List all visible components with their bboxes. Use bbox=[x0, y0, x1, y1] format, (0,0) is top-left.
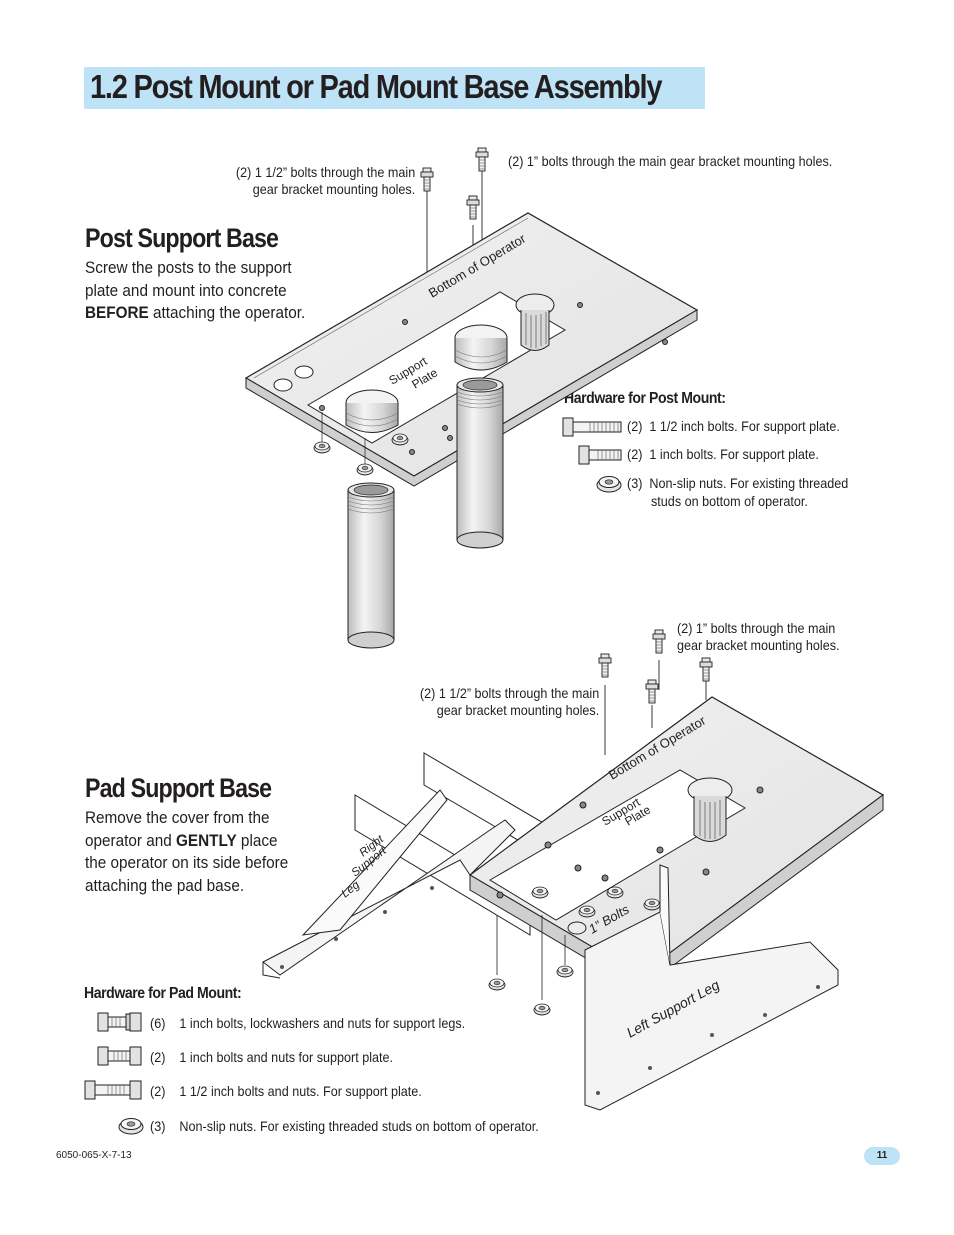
pad-hardware-item-4: (3) Non-slip nuts. For existing threaded… bbox=[150, 1117, 539, 1135]
post-desc-line3: BEFORE attaching the operator. bbox=[85, 302, 305, 325]
hardware-qty: (2) bbox=[627, 418, 643, 434]
post-hardware-item-3-line2: studs on bottom of operator. bbox=[651, 493, 808, 509]
pad-desc-line3: the operator on its side before bbox=[85, 853, 289, 872]
pad-callout-1-line1: (2) 1” bolts through the main bbox=[677, 620, 836, 636]
post-callout-15-line2: gear bracket mounting holes. bbox=[252, 181, 415, 197]
short-bolt-icon bbox=[578, 445, 622, 465]
hardware-qty: (2) bbox=[150, 1049, 166, 1065]
pad-mount-diagram: Bottom of Operator Support Plate Right S… bbox=[262, 629, 885, 1111]
post-callout-1-5-bolts: (2) 1 1/2” bolts through the main gear b… bbox=[236, 164, 415, 198]
hardware-qty: (3) bbox=[627, 475, 643, 491]
post-support-description: Screw the posts to the support plate and… bbox=[85, 257, 305, 325]
hardware-qty: (3) bbox=[150, 1118, 166, 1134]
pad-desc-line1: Remove the cover from the bbox=[85, 808, 270, 827]
pad-support-heading: Pad Support Base bbox=[85, 773, 272, 803]
pad-callout-1-5-bolts: (2) 1 1/2” bolts through the main gear b… bbox=[420, 685, 599, 719]
non-slip-nut-icon bbox=[596, 476, 622, 493]
long-bolt-icon bbox=[562, 417, 622, 437]
title-banner bbox=[84, 67, 705, 109]
hardware-desc: 1 inch bolts, lockwashers and nuts for s… bbox=[179, 1015, 466, 1031]
post-hardware-item-1: (2) 1 1/2 inch bolts. For support plate. bbox=[627, 417, 840, 435]
pad-hardware-item-3: (2) 1 1/2 inch bolts and nuts. For suppo… bbox=[150, 1082, 422, 1100]
page-title: 1.2 Post Mount or Pad Mount Base Assembl… bbox=[90, 68, 663, 105]
bolt-nut-icon bbox=[97, 1046, 142, 1066]
pad-callout-1-bolts: (2) 1” bolts through the main gear brack… bbox=[677, 620, 840, 654]
pad-hardware-title: Hardware for Pad Mount: bbox=[84, 985, 242, 1002]
post-hardware-item-3: (3) Non-slip nuts. For existing threaded bbox=[627, 474, 848, 492]
pad-callout-15-line1: (2) 1 1/2” bolts through the main bbox=[419, 685, 599, 701]
pad-hardware-item-2: (2) 1 inch bolts and nuts for support pl… bbox=[150, 1048, 393, 1066]
document-code: 6050-065-X-7-13 bbox=[56, 1150, 132, 1161]
post-hardware-item-2: (2) 1 inch bolts. For support plate. bbox=[627, 445, 819, 463]
post-callout-1-bolts: (2) 1” bolts through the main gear brack… bbox=[508, 153, 833, 169]
pad-desc-line2: operator and GENTLY place bbox=[85, 830, 288, 853]
hardware-qty: (2) bbox=[150, 1083, 166, 1099]
pad-callout-15-line2: gear bracket mounting holes. bbox=[436, 702, 599, 718]
long-bolt-nut-icon bbox=[84, 1080, 142, 1100]
non-slip-nut-icon bbox=[118, 1118, 144, 1135]
page-number-badge: 11 bbox=[864, 1147, 900, 1165]
hardware-desc: Non-slip nuts. For existing threaded stu… bbox=[179, 1118, 539, 1134]
post-desc-line2: plate and mount into concrete bbox=[85, 280, 287, 300]
bolt-lockwasher-nut-icon bbox=[97, 1012, 142, 1032]
pad-hardware-icons bbox=[84, 1012, 144, 1135]
post-mount-diagram: Bottom of Operator Support Plate bbox=[244, 147, 699, 649]
hardware-qty: (6) bbox=[150, 1015, 166, 1031]
pad-desc-line4: attaching the pad base. bbox=[85, 875, 245, 895]
pad-desc-line2-pre: operator and bbox=[85, 830, 177, 850]
post-desc-line3-rest: attaching the operator. bbox=[148, 303, 306, 322]
hardware-desc: 1 1/2 inch bolts. For support plate. bbox=[649, 418, 840, 434]
hardware-desc: 1 inch bolts. For support plate. bbox=[649, 446, 819, 462]
hardware-desc: Non-slip nuts. For existing threaded bbox=[649, 475, 849, 491]
pad-hardware-item-1: (6) 1 inch bolts, lockwashers and nuts f… bbox=[150, 1014, 465, 1032]
post-callout-15-line1: (2) 1 1/2” bolts through the main bbox=[235, 164, 415, 180]
post-support-heading: Post Support Base bbox=[85, 223, 279, 253]
pad-callout-1-line2: gear bracket mounting holes. bbox=[677, 637, 840, 653]
post-desc-bold: BEFORE bbox=[85, 303, 149, 322]
pad-desc-line2-post: place bbox=[236, 830, 278, 850]
post-hardware-icons bbox=[562, 417, 622, 493]
hardware-desc: 1 inch bolts and nuts for support plate. bbox=[179, 1049, 394, 1065]
post-hardware-title: Hardware for Post Mount: bbox=[564, 390, 726, 407]
hardware-qty: (2) bbox=[627, 446, 643, 462]
pad-support-description: Remove the cover from the operator and G… bbox=[85, 807, 288, 897]
hardware-desc: 1 1/2 inch bolts and nuts. For support p… bbox=[179, 1083, 422, 1099]
pad-desc-bold: GENTLY bbox=[176, 830, 237, 850]
post-desc-line1: Screw the posts to the support bbox=[85, 258, 292, 277]
